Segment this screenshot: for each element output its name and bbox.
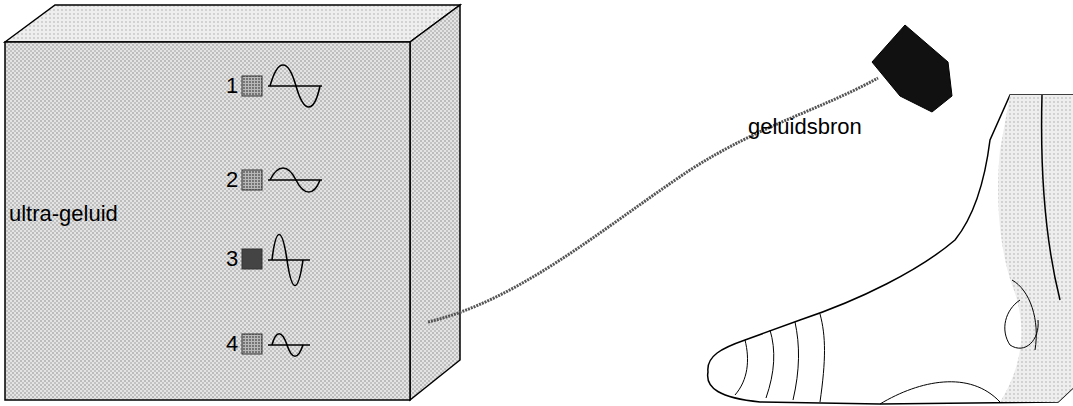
probe (872, 25, 952, 112)
device-label: ultra-geluid (9, 203, 118, 225)
buttons (242, 76, 262, 354)
device-cube (5, 5, 460, 400)
callout-number: 3 (226, 248, 238, 270)
foot (708, 95, 1073, 404)
cable (428, 78, 878, 322)
sine-waves (268, 65, 322, 356)
callout-number: 1 (226, 75, 238, 97)
source-label: geluidsbron (748, 116, 862, 138)
callout-number: 4 (226, 333, 238, 355)
callout-number: 2 (226, 169, 238, 191)
